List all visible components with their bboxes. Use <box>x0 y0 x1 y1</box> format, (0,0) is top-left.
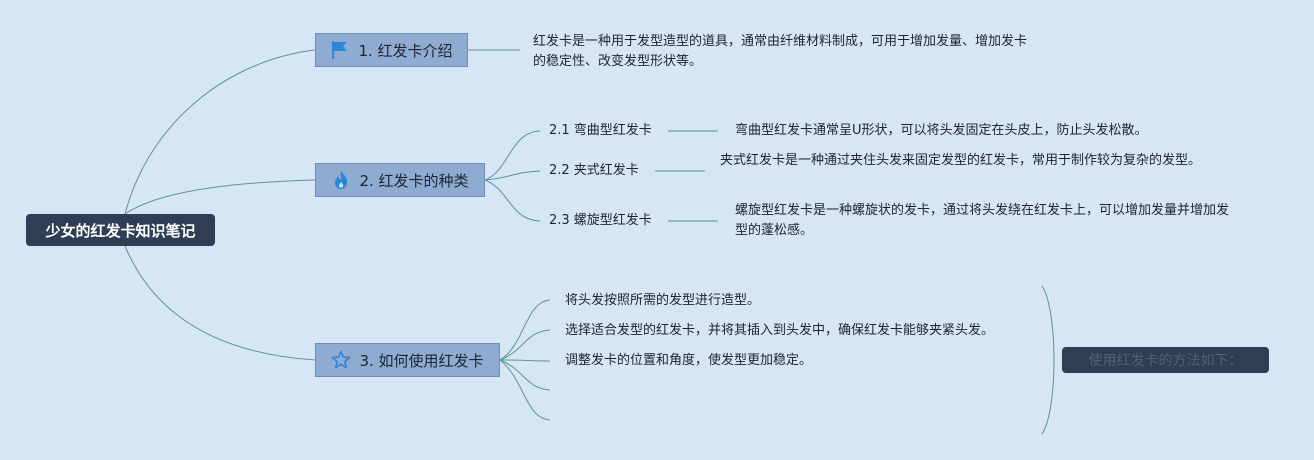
summary-brace <box>1041 285 1055 435</box>
type-curved-text: 弯曲型红发卡通常呈U形状，可以将头发固定在头皮上，防止头发松散。 <box>735 123 1148 138</box>
type-clip-text: 夹式红发卡是一种通过夹住头发来固定发型的红发卡，常用于制作较为复杂的发型。 <box>720 153 1202 168</box>
link-root-b3 <box>124 245 316 361</box>
link-root-b2 <box>124 179 316 215</box>
link-root-b1 <box>124 49 316 215</box>
branch-usage-label: 3. 如何使用红发卡 <box>359 351 484 370</box>
branch-types-label: 2. 红发卡的种类 <box>359 171 469 190</box>
usage-step-3: 调整发卡的位置和角度，使发型更加稳定。 <box>565 353 813 368</box>
type-curved-label[interactable]: 2.1 弯曲型红发卡 <box>549 123 652 138</box>
link-b3-s3 <box>499 359 551 362</box>
usage-step-1: 将头发按照所需的发型进行造型。 <box>565 293 761 308</box>
flame-icon <box>335 171 348 189</box>
branch-introduction[interactable]: 1. 红发卡介绍 <box>315 33 468 67</box>
flag-icon <box>332 41 348 59</box>
link-b3-s1 <box>499 299 551 361</box>
root-topic[interactable]: 少女的红发卡知识笔记 <box>26 214 215 246</box>
type-spiral-label[interactable]: 2.3 螺旋型红发卡 <box>549 213 652 228</box>
link-b2-c1 <box>484 130 541 181</box>
introduction-text: 红发卡是一种用于发型造型的道具，通常由纤维材料制成，可用于增加发量、增加发卡的稳… <box>533 34 1028 69</box>
link-b3-s2 <box>499 329 551 361</box>
link-b3-s4 <box>499 359 551 391</box>
usage-summary-label: 使用红发卡的方法如下： <box>1088 353 1243 369</box>
link-b2-c3 <box>484 179 541 222</box>
usage-step-2: 选择适合发型的红发卡，并将其插入到头发中，确保红发卡能够夹紧头发。 <box>565 323 995 338</box>
branch-introduction-label: 1. 红发卡介绍 <box>358 41 453 60</box>
type-clip-label[interactable]: 2.2 夹式红发卡 <box>549 163 639 178</box>
root-title: 少女的红发卡知识笔记 <box>45 221 196 240</box>
branch-usage[interactable]: 3. 如何使用红发卡 <box>315 343 500 377</box>
link-b2-c2 <box>484 170 541 181</box>
usage-summary[interactable]: 使用红发卡的方法如下： <box>1062 347 1269 373</box>
type-spiral-text: 螺旋型红发卡是一种螺旋状的发卡，通过将头发绕在红发卡上，可以增加发量并增加发型的… <box>735 203 1230 238</box>
branch-types[interactable]: 2. 红发卡的种类 <box>315 163 485 197</box>
star-icon <box>332 350 351 369</box>
link-b3-s5 <box>499 359 551 421</box>
